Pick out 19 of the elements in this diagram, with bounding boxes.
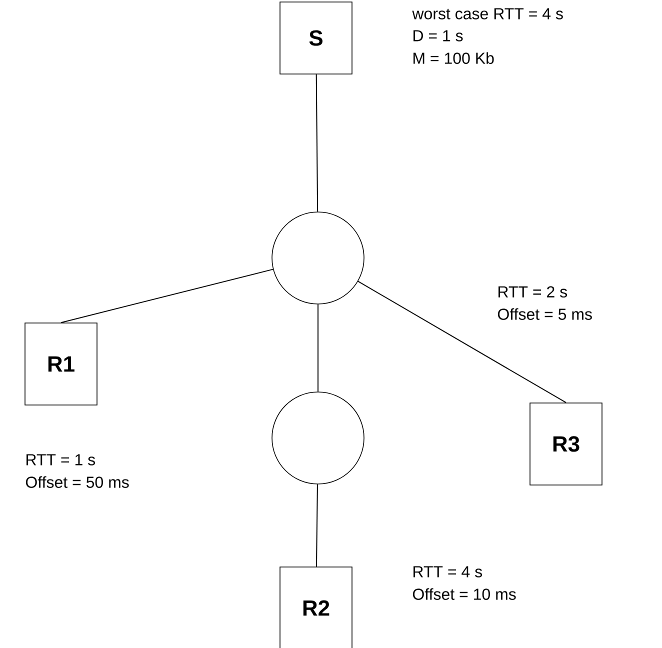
beside-text: D = 1 s: [414, 30, 463, 42]
router-circle: [272, 392, 364, 484]
link-line: [358, 280, 566, 404]
beside-text: RTT = 4 s: [414, 566, 482, 578]
link-line: [316, 484, 318, 568]
beside-text: worst case RTT = 4 s: [412, 8, 563, 20]
beside-text: Offset = 5 ms: [498, 308, 592, 320]
beside-text: RTT = 2 s: [498, 286, 567, 298]
node-box: S: [280, 2, 352, 74]
node-box: R3: [530, 402, 602, 486]
node-box: R1: [24, 322, 98, 406]
router-circle: [272, 212, 364, 304]
beside-text: M = 100 Kb: [414, 52, 494, 64]
beside-text: RTT = 1 s: [26, 454, 95, 466]
link-line: [60, 268, 274, 324]
beside-text: Offset = 10 ms: [412, 588, 516, 600]
beside-text: Offset = 50 ms: [26, 476, 129, 488]
link-line: [316, 74, 318, 212]
node-box: R2: [280, 566, 352, 648]
